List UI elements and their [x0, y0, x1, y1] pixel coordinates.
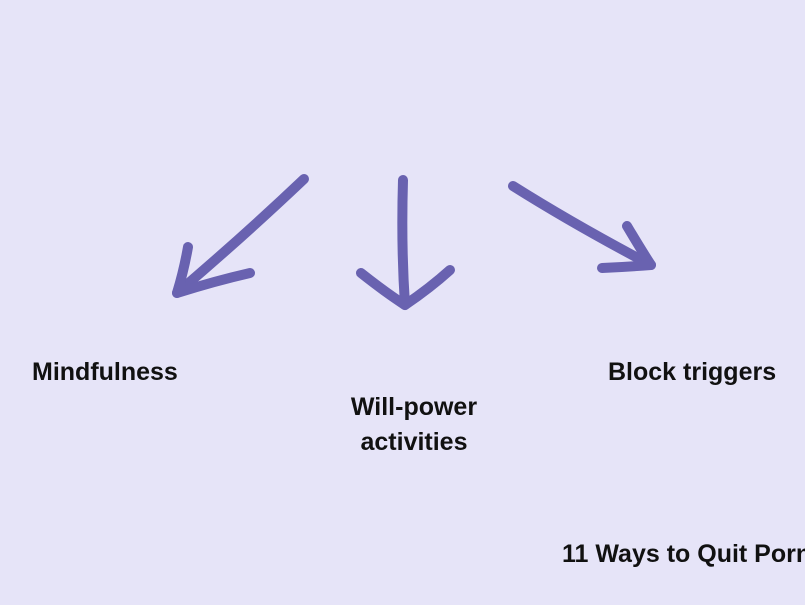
branch-label-block-triggers: Block triggers — [608, 358, 777, 386]
arrow-down-right-icon — [508, 181, 656, 273]
arrow-down-left-icon — [172, 174, 309, 298]
footer-title: 11 Ways to Quit Porn — [562, 540, 805, 568]
arrow-down-icon — [356, 175, 455, 310]
branch-label-will-power-activities: Will-power activities — [350, 393, 478, 456]
branch-label-mindfulness: Mindfulness — [32, 358, 178, 386]
